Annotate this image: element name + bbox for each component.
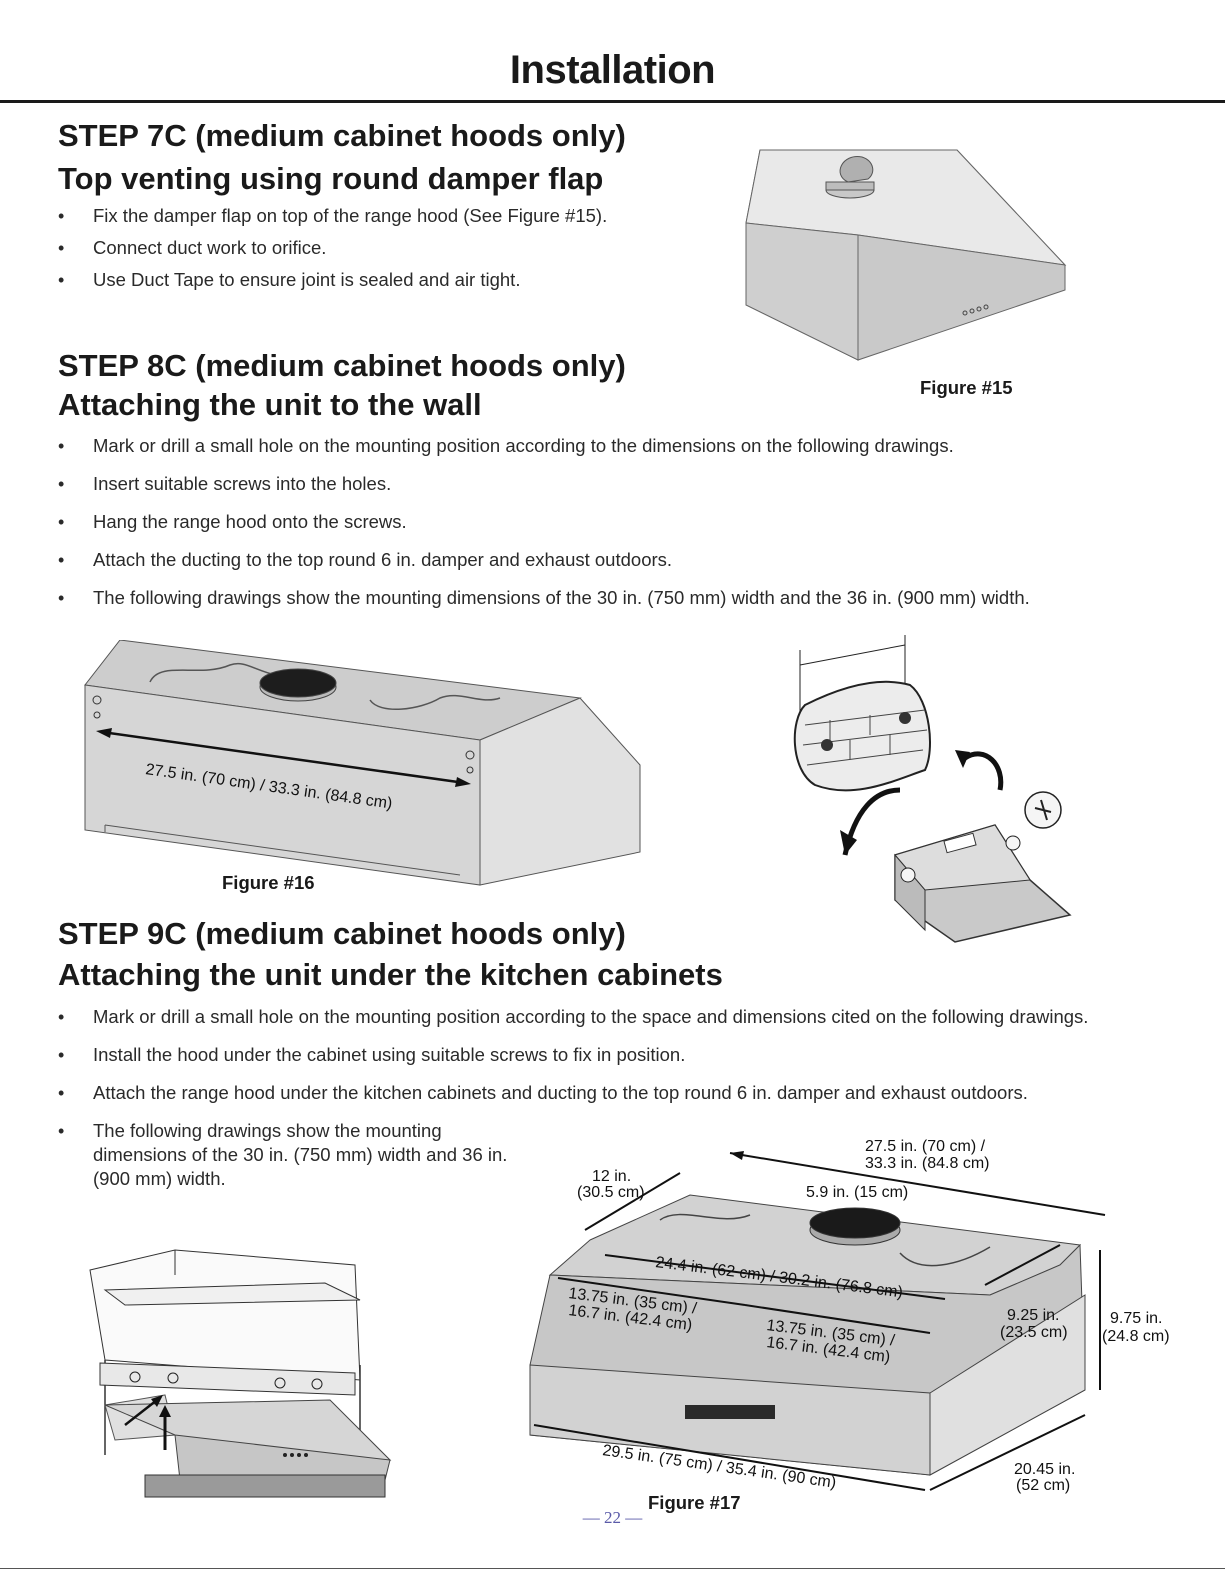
- step7-bullet-1: Fix the damper flap on top of the range …: [58, 204, 607, 228]
- step9-bullet-3: Attach the range hood under the kitchen …: [58, 1081, 1128, 1105]
- step7-heading: STEP 7C (medium cabinet hoods only): [58, 118, 626, 153]
- figure-17-side-line1: 9.25 in.: [1007, 1307, 1059, 1324]
- figure-17-depth-line2: (30.5 cm): [577, 1184, 645, 1201]
- figure-15-caption: Figure #15: [920, 377, 1013, 398]
- page-title: Installation: [509, 48, 716, 92]
- figure-15-hood-damper: [740, 145, 1080, 370]
- step9-bullet-2: Install the hood under the cabinet using…: [58, 1043, 1128, 1067]
- title-rule: [0, 100, 1225, 103]
- step9-bullet-1: Mark or drill a small hole on the mounti…: [58, 1005, 1128, 1029]
- under-cabinet-illustration: [85, 1245, 395, 1505]
- step7-subheading: Top venting using round damper flap: [58, 161, 604, 196]
- figure-17-depth-line1: 12 in.: [592, 1168, 631, 1185]
- figure-17-cabinet-dimensions: 27.5 in. (70 cm) / 33.3 in. (84.8 cm) 12…: [520, 1135, 1175, 1510]
- figure-17-duct-label: 5.9 in. (15 cm): [806, 1184, 908, 1201]
- figure-17-caption: Figure #17: [648, 1492, 741, 1513]
- figure-17-bottom-depth-line2: (52 cm): [1016, 1477, 1070, 1494]
- step9-bullets: Mark or drill a small hole on the mounti…: [58, 1005, 1128, 1191]
- figure-16-caption: Figure #16: [222, 872, 315, 893]
- step7-bullets: Fix the damper flap on top of the range …: [58, 204, 607, 292]
- wall-hanging-illustration: [785, 630, 1085, 950]
- step9-heading: STEP 9C (medium cabinet hoods only): [58, 916, 626, 951]
- step9-subheading: Attaching the unit under the kitchen cab…: [58, 957, 723, 992]
- step8-bullets: Mark or drill a small hole on the mounti…: [58, 434, 1030, 610]
- figure-17-top-width-line2: 33.3 in. (84.8 cm): [865, 1155, 990, 1172]
- step8-bullet-1: Mark or drill a small hole on the mounti…: [58, 434, 1030, 458]
- figure-17-bottom-depth-line1: 20.45 in.: [1014, 1461, 1075, 1478]
- figure-17-side-line2: (23.5 cm): [1000, 1324, 1068, 1341]
- step9-bullet-4: The following drawings show the mounting…: [58, 1119, 513, 1191]
- step7-bullet-3: Use Duct Tape to ensure joint is sealed …: [58, 268, 607, 292]
- page-number: — 22 —: [582, 1508, 643, 1527]
- step8-bullet-3: Hang the range hood onto the screws.: [58, 510, 1030, 534]
- step8-bullet-5: The following drawings show the mounting…: [58, 586, 1030, 610]
- bottom-rule: [0, 1568, 1225, 1569]
- step8-bullet-4: Attach the ducting to the top round 6 in…: [58, 548, 1030, 572]
- step8-bullet-2: Insert suitable screws into the holes.: [58, 472, 1030, 496]
- figure-17-height-line2: (24.8 cm): [1102, 1328, 1170, 1345]
- figure-17-height-line1: 9.75 in.: [1110, 1310, 1162, 1327]
- step8-subheading: Attaching the unit to the wall: [58, 387, 482, 422]
- step7-bullet-2: Connect duct work to orifice.: [58, 236, 607, 260]
- figure-16-wall-mount-dimensions: 27.5 in. (70 cm) / 33.3 in. (84.8 cm): [80, 640, 650, 890]
- figure-17-top-width-line1: 27.5 in. (70 cm) /: [865, 1138, 986, 1155]
- step8-heading: STEP 8C (medium cabinet hoods only): [58, 348, 626, 383]
